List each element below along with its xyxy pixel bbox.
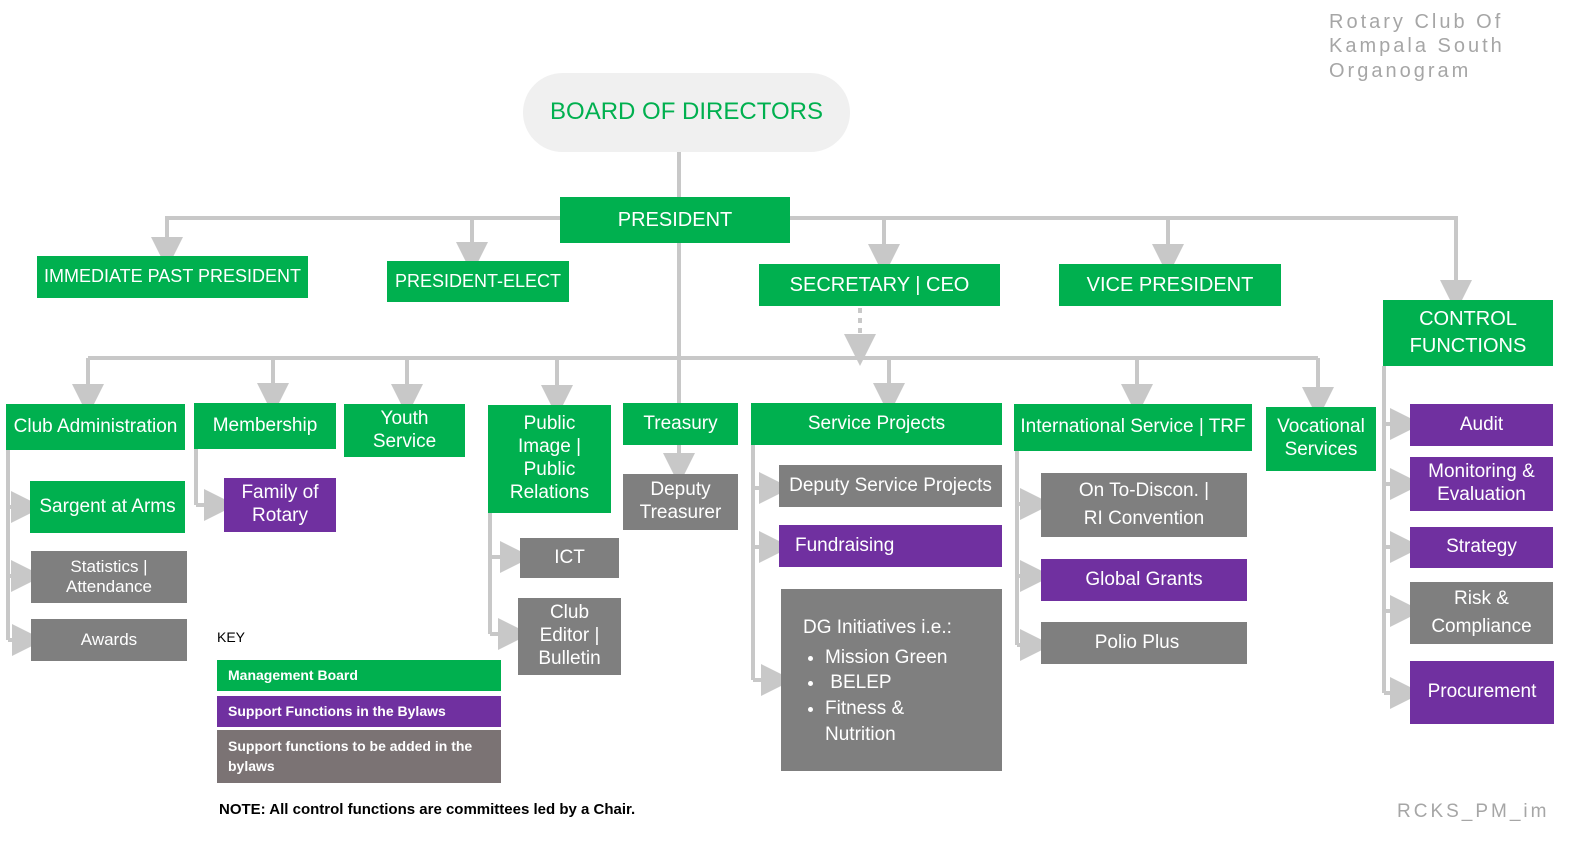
list-item: Mission Green — [825, 645, 1002, 671]
risk-compliance-node: Risk & Compliance — [1410, 582, 1553, 644]
deputy-service-projects-node: Deputy Service Projects — [779, 465, 1002, 507]
list-item: Fitness & Nutrition — [825, 696, 1002, 747]
watermark-title: Rotary Club Of Kampala South Organogram — [1329, 11, 1505, 82]
club-administration-node: Club Administration — [6, 404, 185, 450]
club-editor-bulletin-node: Club Editor | Bulletin — [518, 598, 621, 675]
immediate-past-president-node: IMMEDIATE PAST PRESIDENT — [37, 256, 308, 298]
key-management-board: Management Board — [217, 660, 501, 691]
president-elect-node: PRESIDENT-ELECT — [387, 261, 569, 302]
key-support-functions-bylaws: Support Functions in the Bylaws — [217, 696, 501, 727]
watermark-footer: RCKS_PM_im — [1397, 801, 1550, 822]
board-of-directors-node: BOARD OF DIRECTORS — [523, 73, 850, 152]
awards-node: Awards — [31, 619, 187, 661]
international-service-node: International Service | TRF — [1014, 404, 1252, 451]
on-to-discon-node: On To-Discon. | RI Convention — [1041, 473, 1247, 537]
list-item: BELEP — [825, 670, 1002, 696]
procurement-node: Procurement — [1410, 661, 1554, 724]
dg-initiatives-list: Mission Green BELEP Fitness & Nutrition — [803, 645, 1002, 748]
polio-plus-node: Polio Plus — [1041, 622, 1247, 664]
monitoring-evaluation-node: Monitoring & Evaluation — [1410, 457, 1553, 511]
vocational-services-node: Vocational Services — [1266, 407, 1376, 471]
membership-node: Membership — [194, 403, 336, 449]
vice-president-node: VICE PRESIDENT — [1059, 264, 1281, 306]
statistics-attendance-node: Statistics | Attendance — [31, 551, 187, 603]
service-projects-node: Service Projects — [751, 403, 1002, 445]
audit-node: Audit — [1410, 404, 1553, 446]
note-text: NOTE: All control functions are committe… — [219, 801, 636, 818]
sargent-at-arms-node: Sargent at Arms — [30, 481, 185, 533]
secretary-ceo-node: SECRETARY | CEO — [759, 264, 1000, 306]
key-support-functions-to-be-added: Support functions to be added in the byl… — [217, 730, 501, 783]
deputy-treasurer-node: Deputy Treasurer — [623, 474, 738, 530]
dg-initiatives-node: DG Initiatives i.e.: Mission Green BELEP… — [781, 589, 1002, 771]
strategy-node: Strategy — [1410, 527, 1553, 568]
global-grants-node: Global Grants — [1041, 559, 1247, 601]
president-node: PRESIDENT — [560, 197, 790, 243]
youth-service-node: Youth Service — [344, 404, 465, 457]
ict-node: ICT — [520, 538, 619, 578]
family-of-rotary-node: Family of Rotary — [224, 478, 336, 532]
public-image-node: Public Image | Public Relations — [488, 405, 611, 513]
treasury-node: Treasury — [623, 403, 738, 445]
fundraising-node: Fundraising — [779, 525, 1002, 567]
key-title: KEY — [217, 629, 246, 645]
control-functions-node: CONTROL FUNCTIONS — [1383, 300, 1553, 366]
